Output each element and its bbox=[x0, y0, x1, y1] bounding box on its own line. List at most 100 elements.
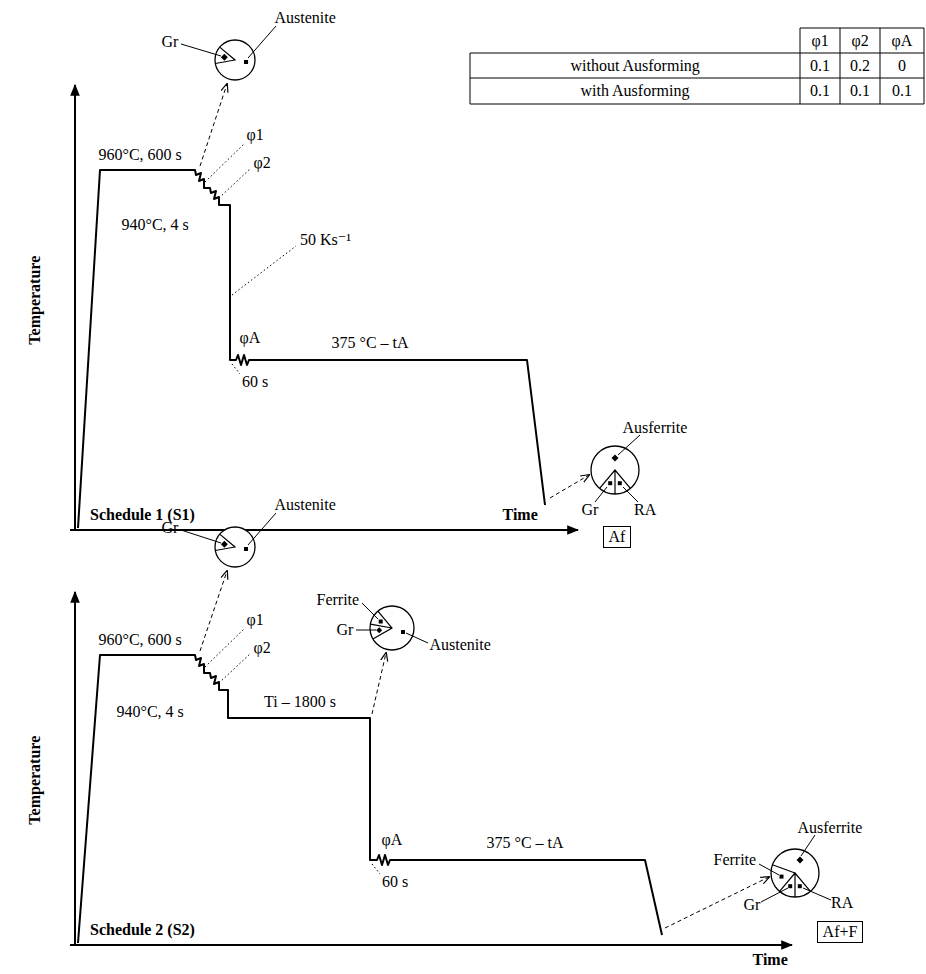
process-label: 940°C, 4 s bbox=[117, 703, 184, 721]
time-axis bbox=[70, 944, 792, 946]
table-cell: with Ausforming bbox=[581, 82, 690, 100]
phase-label: Gr bbox=[582, 501, 599, 519]
leader-line bbox=[372, 864, 380, 874]
process-label: 60 s bbox=[382, 873, 408, 891]
leader-line bbox=[362, 603, 378, 619]
phase-label: Gr bbox=[162, 519, 179, 537]
phase-label: Ferrite bbox=[714, 851, 757, 869]
table-cell: 0.1 bbox=[850, 82, 870, 100]
microstructure-circle bbox=[771, 849, 819, 897]
temperature-axis bbox=[74, 592, 76, 945]
phase-label: RA bbox=[831, 894, 853, 912]
table-cell: 0.1 bbox=[810, 82, 830, 100]
microstructure-circle bbox=[370, 606, 414, 650]
phase-marker bbox=[376, 627, 382, 633]
phase-marker bbox=[612, 455, 619, 462]
leader-line bbox=[248, 26, 276, 58]
table-cell: 0.2 bbox=[850, 57, 870, 75]
process-label: 960°C, 600 s bbox=[99, 631, 182, 649]
table-cell: 0.1 bbox=[810, 57, 830, 75]
table-cell: φA bbox=[892, 32, 913, 50]
phase-label: Gr bbox=[744, 896, 761, 914]
microstructure-circle bbox=[215, 40, 255, 80]
leader-line bbox=[595, 487, 607, 502]
structure-box: Af+F bbox=[817, 921, 864, 943]
leader-line bbox=[618, 435, 640, 455]
leader-line bbox=[205, 628, 245, 667]
phase-label: Gr bbox=[337, 621, 354, 639]
table-cell: φ2 bbox=[852, 32, 869, 50]
phase-marker bbox=[221, 54, 228, 61]
phase-label: Austenite bbox=[430, 636, 491, 654]
dashed-arrow bbox=[200, 84, 227, 166]
process-label: 60 s bbox=[242, 373, 268, 391]
leader-line bbox=[356, 630, 376, 631]
strain-label: φ1 bbox=[247, 126, 264, 144]
leader-line bbox=[232, 246, 296, 295]
phase-marker bbox=[379, 620, 383, 624]
structure-label: Af+F bbox=[823, 923, 858, 941]
process-label: Ti – 1800 s bbox=[264, 693, 336, 711]
schedule-title: Schedule 2 (S2) bbox=[90, 921, 195, 939]
strain-label: φ2 bbox=[254, 639, 271, 657]
leader-line bbox=[406, 633, 428, 643]
phase-label: Austenite bbox=[275, 496, 336, 514]
leader-line bbox=[219, 168, 251, 198]
phase-label: Ausferrite bbox=[798, 819, 863, 837]
leader-line bbox=[181, 44, 221, 56]
leader-line bbox=[219, 653, 251, 683]
structure-label: Af bbox=[609, 528, 626, 546]
strain-label: φ1 bbox=[247, 611, 264, 629]
phase-marker bbox=[618, 481, 622, 485]
dashed-arrow bbox=[550, 475, 589, 498]
phase-marker bbox=[244, 547, 248, 551]
phase-label: Ferrite bbox=[317, 591, 360, 609]
axis-title: Temperature bbox=[26, 256, 44, 345]
phase-divider bbox=[370, 611, 392, 639]
microstructure-circle bbox=[215, 527, 255, 567]
table-cell: φ1 bbox=[812, 32, 829, 50]
schedule-title: Schedule 1 (S1) bbox=[90, 506, 195, 524]
process-label: 940°C, 4 s bbox=[122, 216, 189, 234]
temperature-curve bbox=[78, 655, 662, 943]
phase-marker bbox=[608, 481, 612, 485]
leader-line bbox=[232, 364, 240, 374]
phase-marker bbox=[797, 857, 804, 864]
phase-marker bbox=[798, 884, 802, 888]
leader-line bbox=[248, 513, 276, 545]
phase-label: Ausferrite bbox=[623, 419, 688, 437]
leader-line bbox=[623, 487, 638, 502]
process-label: 375 °C – tA bbox=[487, 834, 564, 852]
dashed-arrow bbox=[372, 653, 386, 714]
time-axis bbox=[70, 529, 578, 531]
leader-line bbox=[759, 864, 779, 875]
temperature-curve bbox=[78, 170, 545, 528]
phase-marker bbox=[401, 630, 405, 634]
phase-divider bbox=[772, 865, 810, 897]
leader-line bbox=[181, 530, 221, 543]
strain-label: φA bbox=[240, 329, 261, 347]
phase-marker bbox=[221, 541, 228, 548]
dashed-arrow bbox=[665, 877, 769, 928]
axis-title: Time bbox=[753, 951, 788, 969]
strain-label: φA bbox=[382, 831, 403, 849]
process-label: 50 Ks⁻¹ bbox=[300, 231, 351, 249]
structure-box: Af bbox=[603, 526, 632, 548]
phase-marker bbox=[780, 875, 784, 879]
leader-line bbox=[205, 143, 245, 182]
process-label: 375 °C – tA bbox=[332, 334, 409, 352]
table-cell: 0 bbox=[898, 57, 906, 75]
table-cell: without Ausforming bbox=[571, 57, 700, 75]
phase-label: Gr bbox=[162, 33, 179, 51]
dashed-arrow bbox=[200, 571, 227, 651]
phase-marker bbox=[244, 60, 248, 64]
leader-line bbox=[803, 888, 831, 900]
leader-line bbox=[761, 888, 788, 902]
axis-title: Time bbox=[503, 506, 538, 524]
process-label: 960°C, 600 s bbox=[99, 146, 182, 164]
phase-marker bbox=[788, 884, 792, 888]
strain-label: φ2 bbox=[254, 154, 271, 172]
table-cell: 0.1 bbox=[892, 82, 912, 100]
phase-label: Austenite bbox=[275, 9, 336, 27]
axis-title: Temperature bbox=[26, 736, 44, 825]
